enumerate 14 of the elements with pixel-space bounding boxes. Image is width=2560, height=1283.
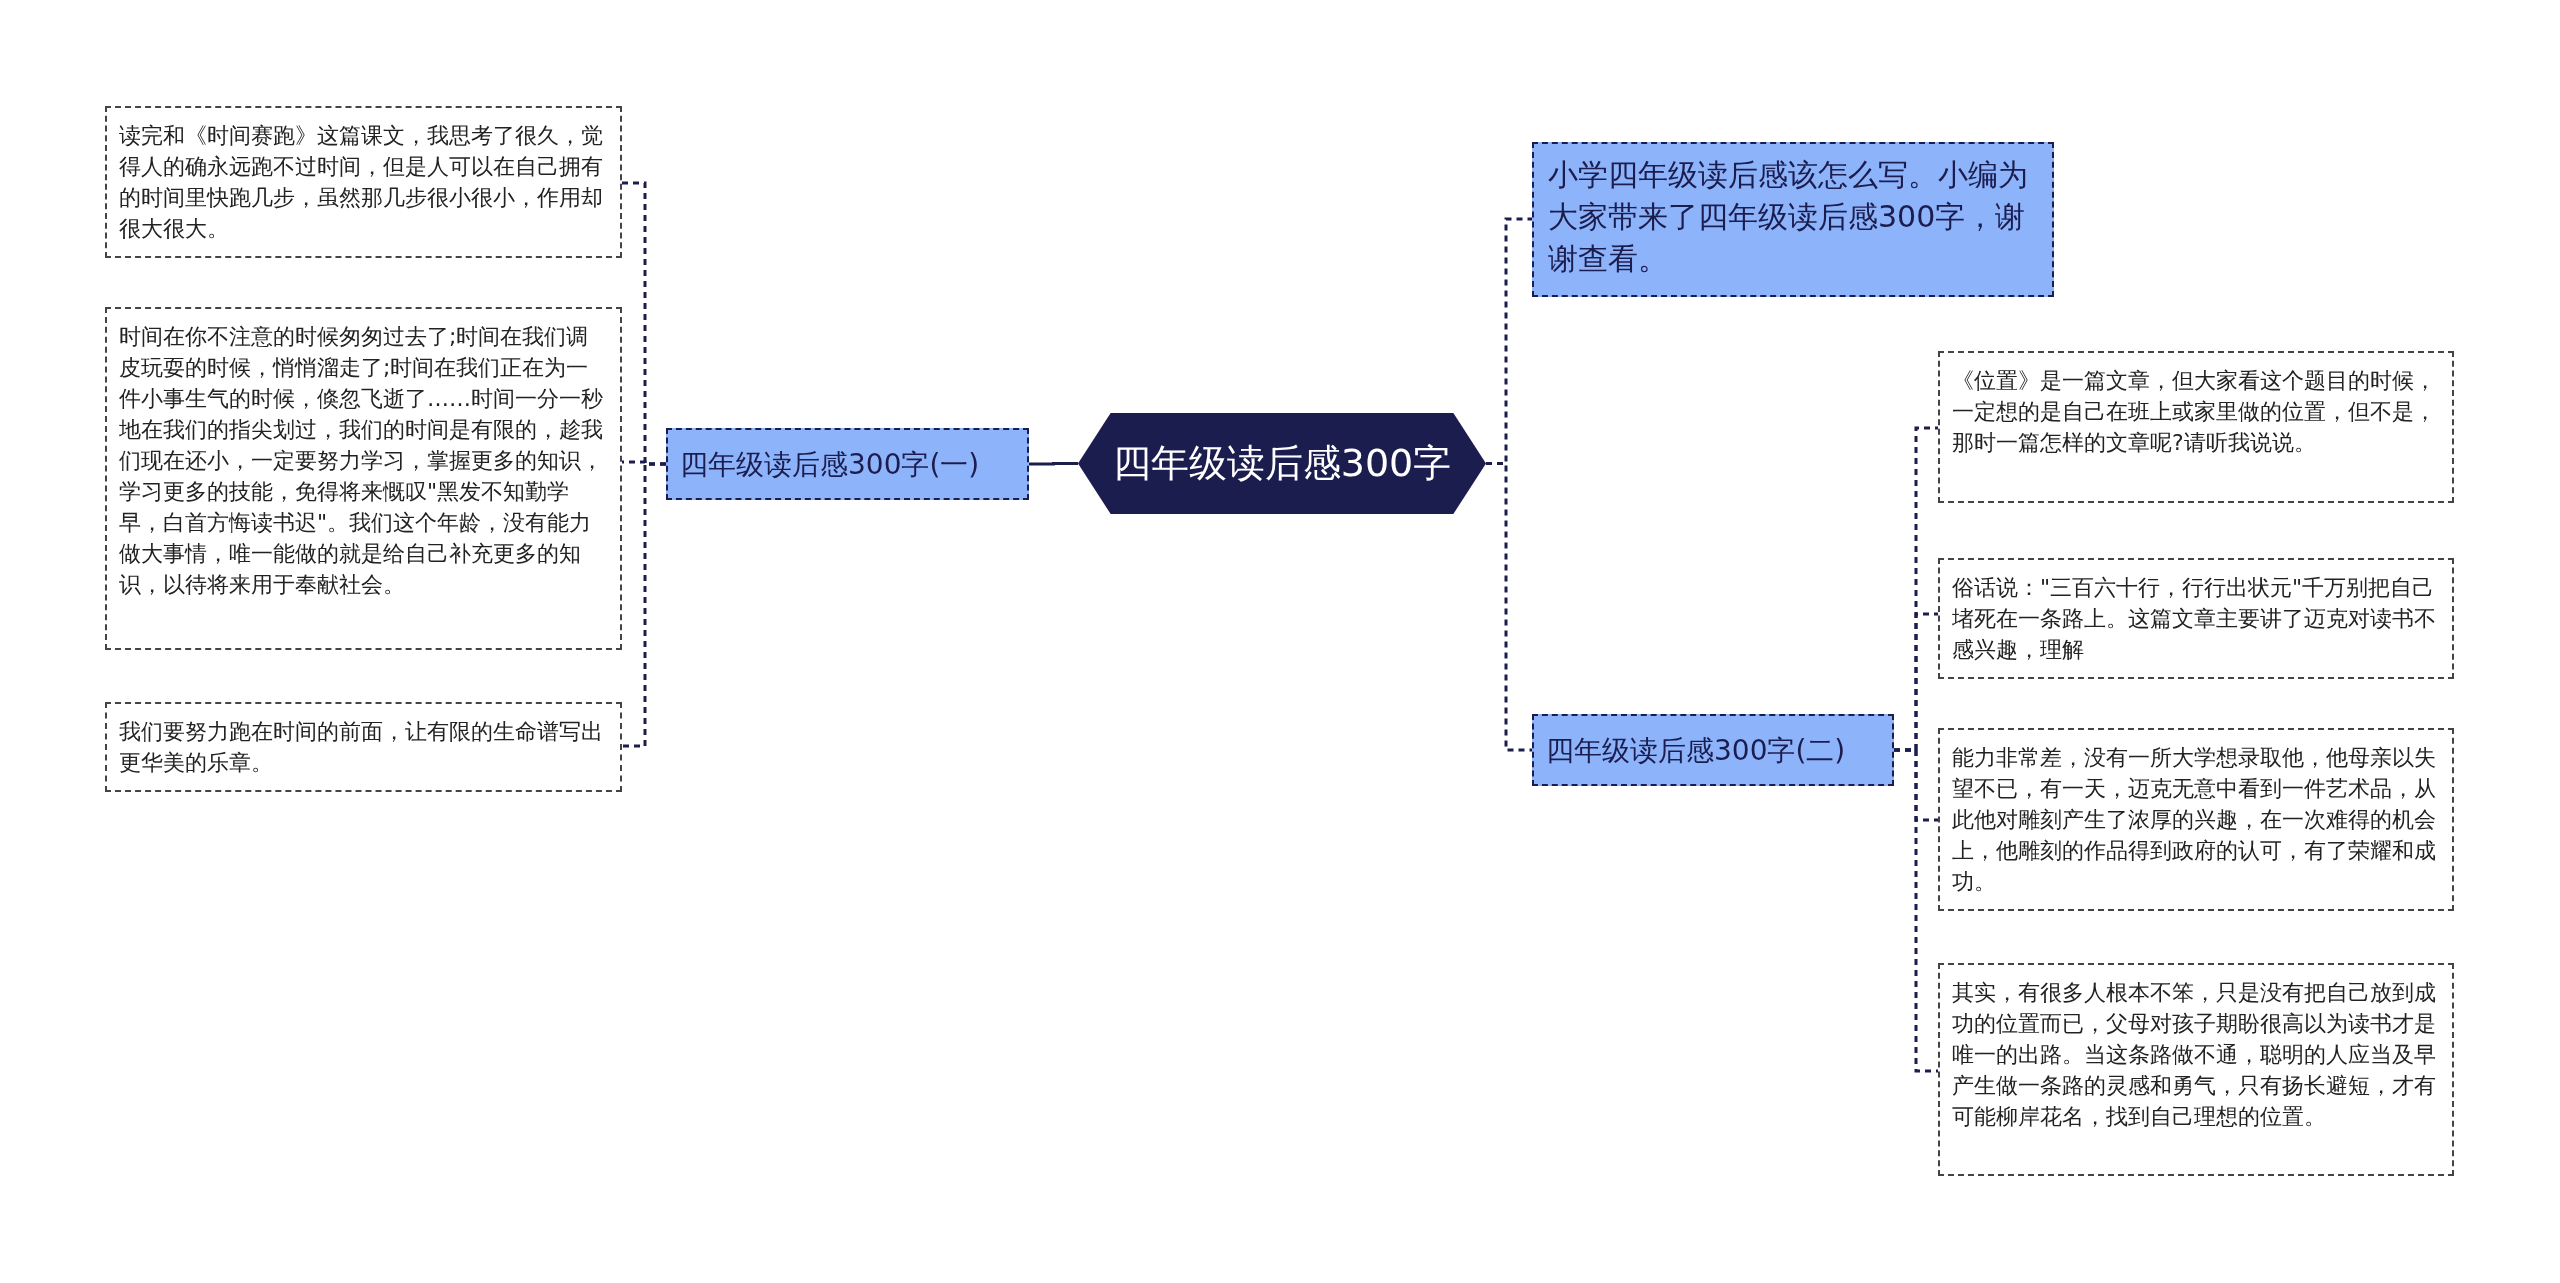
text-box: 我们要努力跑在时间的前面，让有限的生命谱写出更华美的乐章。 [105, 702, 622, 792]
connector-line [1029, 462, 1078, 466]
text-box: 时间在你不注意的时候匆匆过去了;时间在我们调皮玩耍的时候，悄悄溜走了;时间在我们正在为一件小事生气的时候，倏忽飞逝了……时间一分一秒地在我们的指尖划过，我们的时间是有限的，趁我们现在还小，一定要努力学习，掌握更多的知识，学习更多的技能，免得将来慨叹"黑发不知勤学早，白首方悔读书迟"。我们这个年龄，没有能力做大事情，唯一能做的就是给自己补充更多的知识，以待将来用于奉献社会。 [105, 307, 622, 650]
text-box: 能力非常差，没有一所大学想录取他，他母亲以失望不已，有一天，迈克无意中看到一件艺术品，从此他对雕刻产生了浓厚的兴趣，在一次难得的机会上，他雕刻的作品得到政府的认可，有了荣耀和成功。 [1938, 728, 2454, 911]
branch-box: 四年级读后感300字(二) [1532, 714, 1894, 786]
connector-line [1486, 462, 1532, 752]
intro-box: 小学四年级读后感该怎么写。小编为大家带来了四年级读后感300字，谢谢查看。 [1532, 142, 2054, 297]
text-box: 其实，有很多人根本不笨，只是没有把自己放到成功的位置而已，父母对孩子期盼很高以为读书才是唯一的出路。当这条路做不通，聪明的人应当及早产生做一条路的灵感和勇气，只有扬长避短，才有可能柳岸花名，找到自己理想的位置。 [1938, 963, 2454, 1176]
connector-line [1894, 748, 1938, 1073]
text-box: 《位置》是一篇文章，但大家看这个题目的时候，一定想的是自己在班上或家里做的位置，但不是，那时一篇怎样的文章呢?请听我说说。 [1938, 351, 2454, 503]
text-box: 读完和《时间赛跑》这篇课文，我思考了很久，觉得人的确永远跑不过时间，但是人可以在自己拥有的时间里快跑几步，虽然那几步很小很小，作用却很大很大。 [105, 106, 622, 258]
connector-line [622, 462, 666, 748]
branch-box: 四年级读后感300字(一) [666, 428, 1029, 500]
text-box: 俗话说："三百六十行，行行出状元"千万别把自己堵死在一条路上。这篇文章主要讲了迈克对读书不感兴趣，理解 [1938, 558, 2454, 679]
